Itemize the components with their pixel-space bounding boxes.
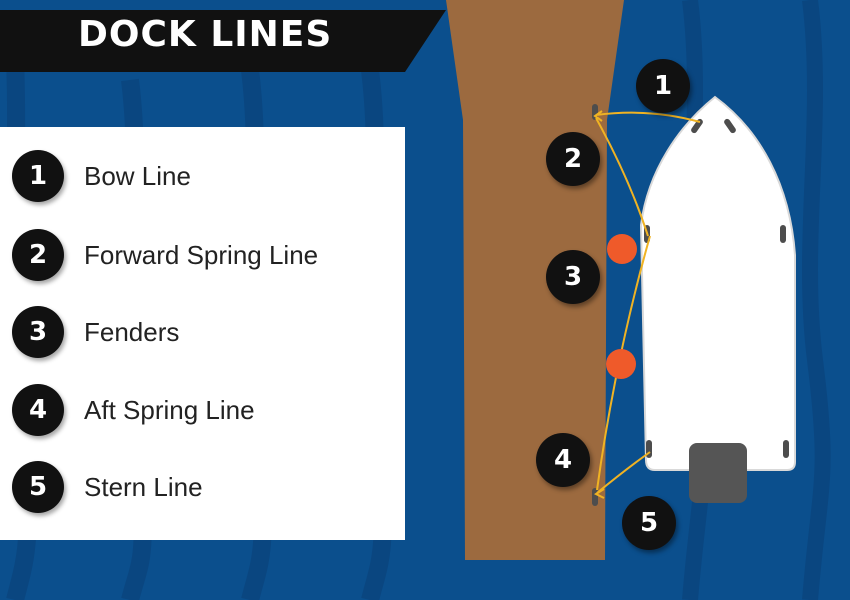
legend-item-fenders: 3 Fenders [12,306,179,358]
stern-line [596,451,651,494]
stern-line-arrow [593,488,605,499]
fender [606,349,636,379]
dock-cleat [592,488,598,506]
legend-label: Aft Spring Line [84,394,255,425]
title-banner: DOCK LINES [0,0,450,74]
boat [639,95,796,503]
legend-number-badge: 3 [12,306,64,358]
legend-item-stern-line: 5 Stern Line [12,461,203,513]
banner-shape [0,10,446,72]
boat-hull [639,95,796,471]
legend-item-aft-spring-line: 4 Aft Spring Line [12,384,255,436]
legend-item-bow-line: 1 Bow Line [12,150,191,202]
legend-number-badge: 4 [12,384,64,436]
boat-cleat [691,118,703,134]
legend-number-badge: 2 [12,229,64,281]
legend-item-forward-spring-line: 2 Forward Spring Line [12,229,318,281]
bow-line [595,111,701,123]
callout-aft-spring-line: 4 [536,433,590,487]
page-title: DOCK LINES [78,14,333,55]
callout-forward-spring-line: 2 [546,132,600,186]
boat-cleat [724,118,736,134]
legend-number-badge: 5 [12,461,64,513]
outboard-motor [689,443,747,503]
boat-cleat [780,225,786,243]
legend-label: Forward Spring Line [84,239,319,270]
legend-panel: 1 Bow Line 2 Forward Spring Line 3 Fende… [0,127,405,540]
boat-cleat [783,440,789,458]
callout-fenders: 3 [546,250,600,304]
legend-label: Stern Line [84,471,203,502]
legend-label: Bow Line [84,160,191,191]
fender [607,234,637,264]
bow-line-arrow [593,110,603,122]
callout-bow-line: 1 [636,59,690,113]
fenders [606,234,637,379]
ripple [802,0,831,600]
legend-label: Fenders [84,316,180,347]
callout-stern-line: 5 [622,496,676,550]
legend-number-badge: 1 [12,150,64,202]
forward-spring-line [595,117,649,237]
